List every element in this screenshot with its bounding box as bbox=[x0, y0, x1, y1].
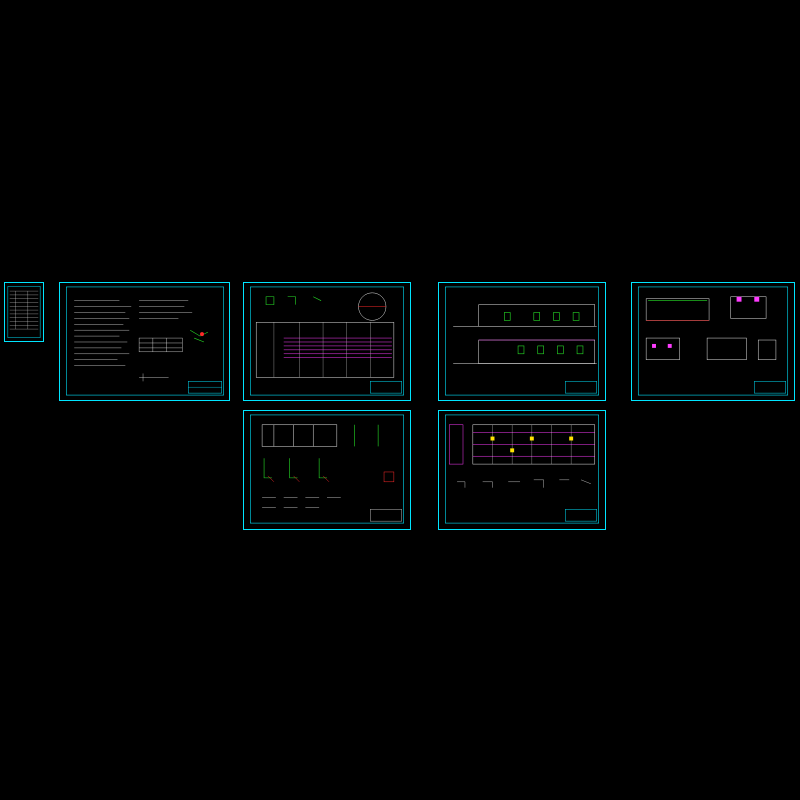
foundation-details-graphic bbox=[250, 414, 404, 524]
sheet-plan-view[interactable] bbox=[243, 282, 411, 401]
plan-view-graphic bbox=[250, 286, 404, 396]
section-details-graphic bbox=[637, 286, 789, 396]
sheet-drawing-index[interactable] bbox=[4, 282, 44, 342]
drawing-index-graphic bbox=[7, 286, 41, 338]
design-notes-graphic bbox=[66, 286, 224, 396]
sheet-design-notes[interactable] bbox=[59, 282, 230, 401]
sheet-elevation[interactable] bbox=[438, 282, 606, 401]
elevation-graphic bbox=[445, 286, 599, 396]
framing-plan-graphic bbox=[445, 414, 599, 524]
sheet-section-details[interactable] bbox=[631, 282, 795, 401]
sheet-framing-plan[interactable] bbox=[438, 410, 606, 530]
sheet-foundation-details[interactable] bbox=[243, 410, 411, 530]
